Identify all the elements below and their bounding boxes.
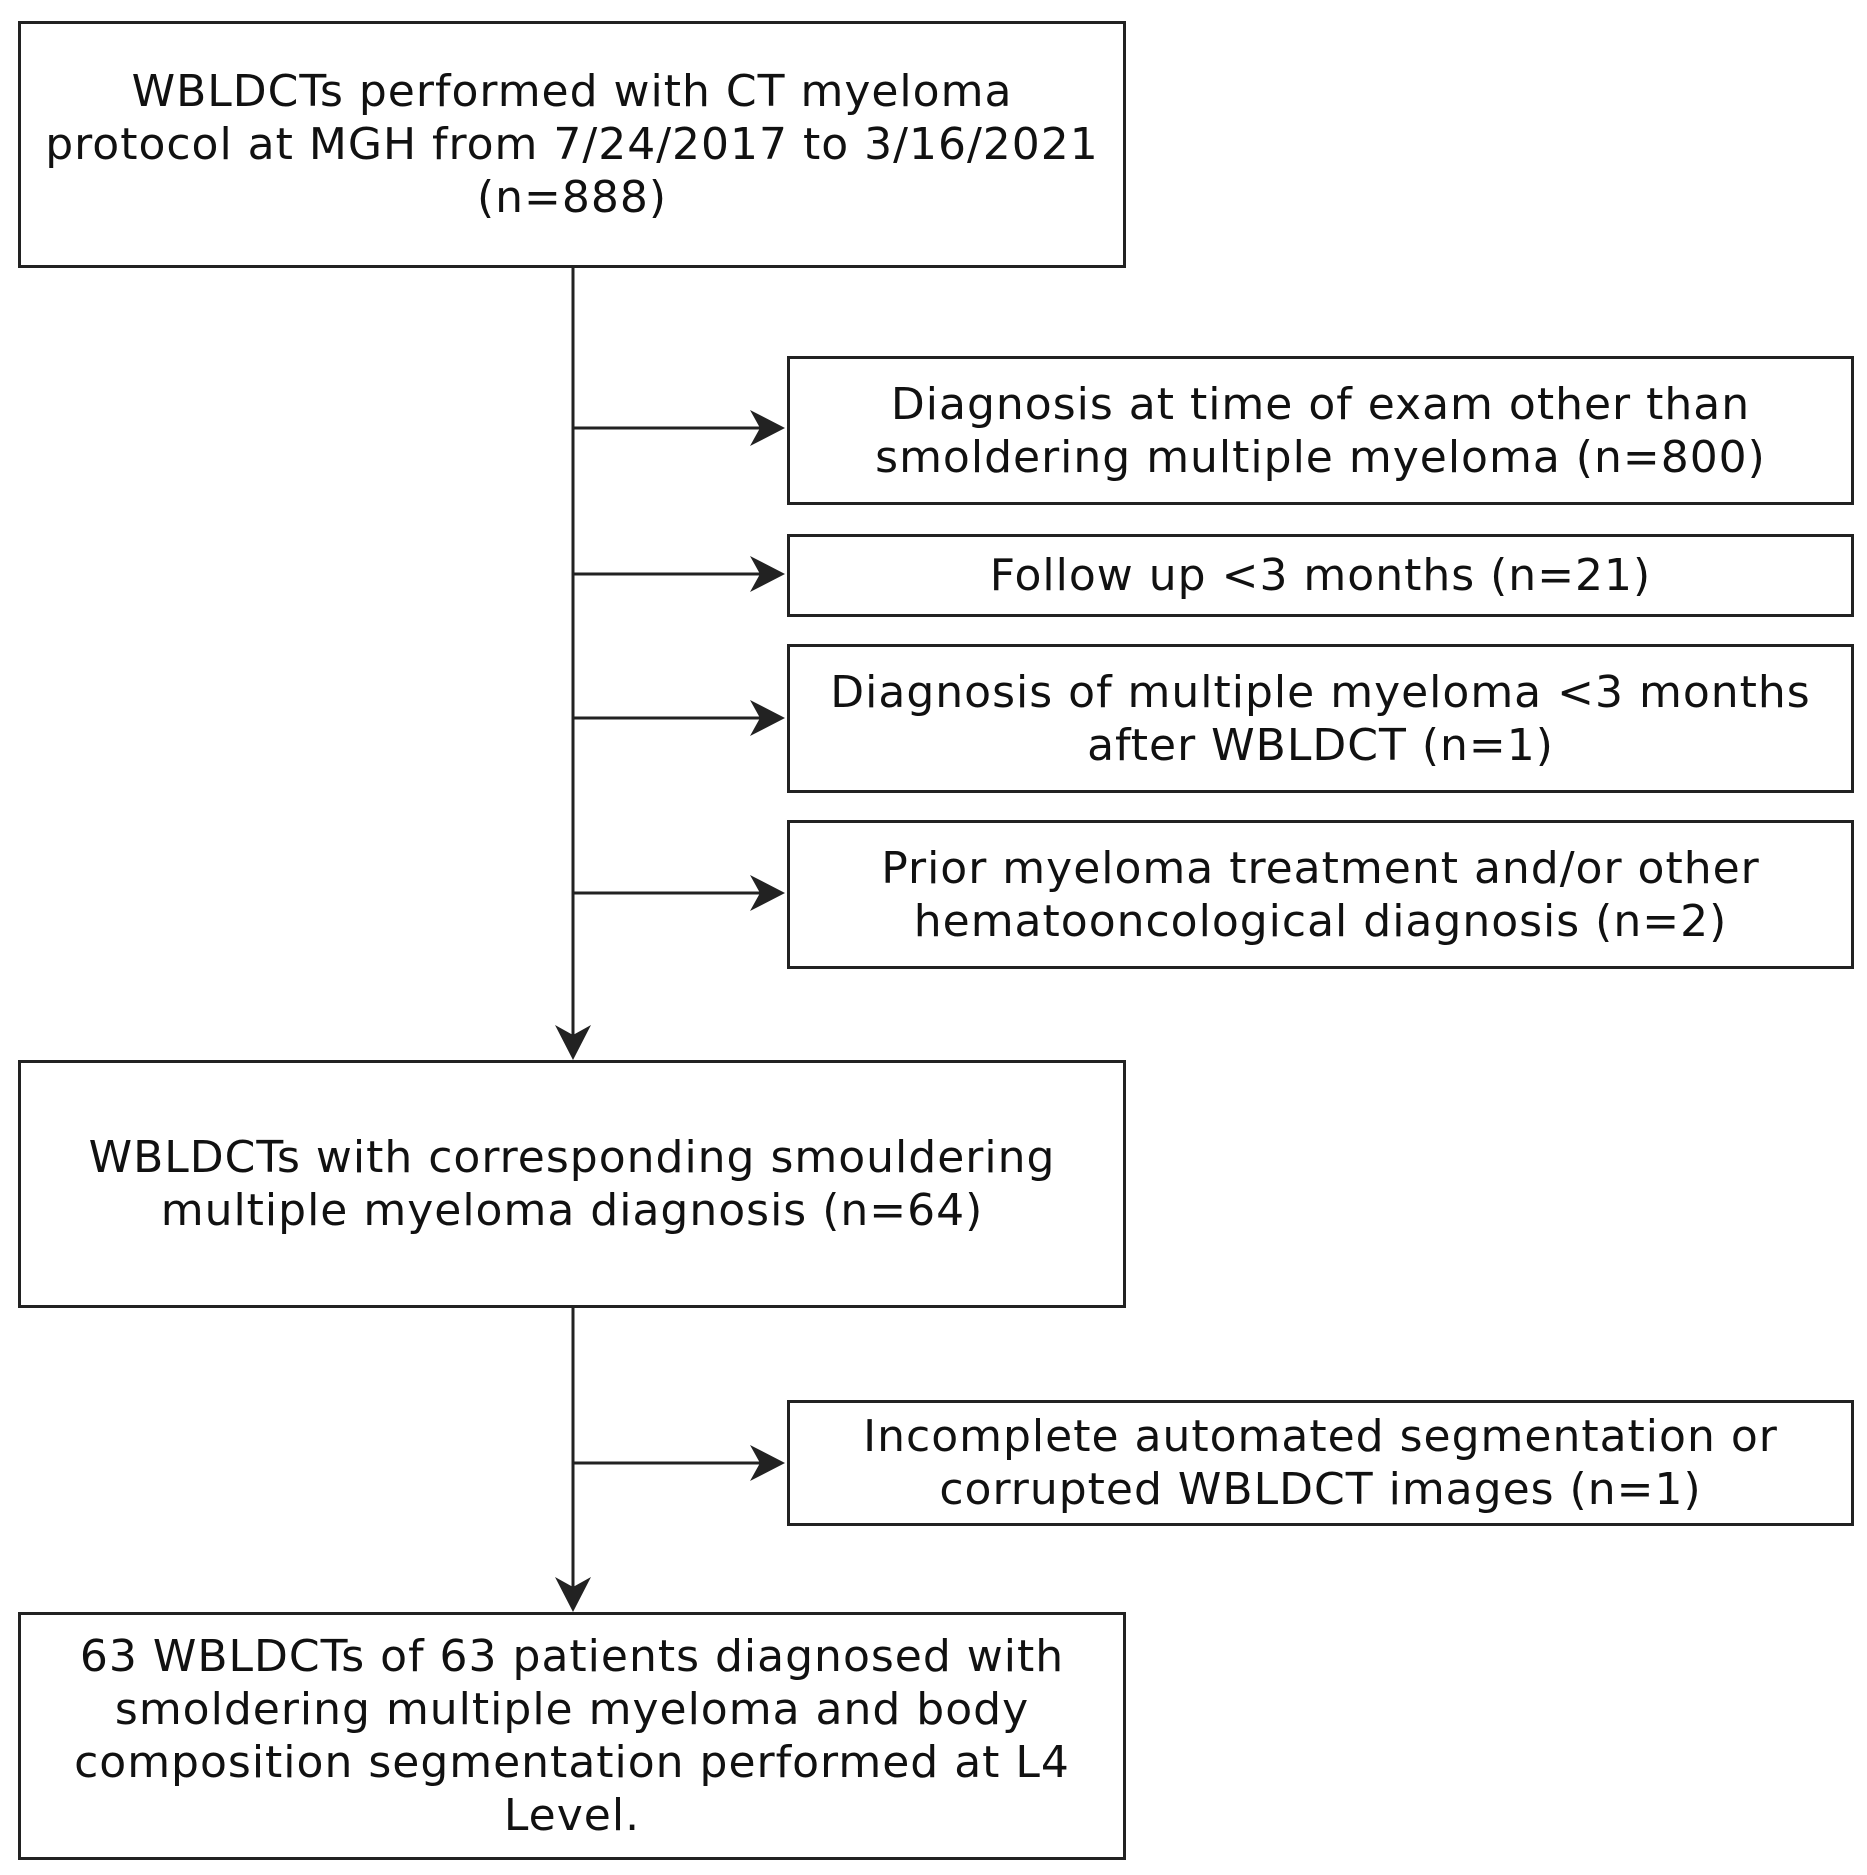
- initial-cohort-line-2: protocol at MGH from 7/24/2017 to 3/16/2…: [45, 119, 1099, 170]
- exclusion-5-line-1: Incomplete automated segmentation or: [863, 1411, 1778, 1462]
- final-cohort-box: 63 WBLDCTs of 63 patients diagnosed with…: [18, 1612, 1126, 1860]
- arrow-down-to-intermediate: [555, 1025, 591, 1060]
- arrow-to-exclusion-3: [750, 700, 785, 736]
- exclusion-3-line-1: Diagnosis of multiple myeloma <3 months: [830, 666, 1811, 718]
- intermediate-cohort-line-2: multiple myeloma diagnosis (n=64): [160, 1185, 984, 1236]
- arrow-to-exclusion-2: [750, 556, 785, 592]
- arrow-down-to-final: [555, 1577, 591, 1612]
- exclusion-4-line-2: hematooncological diagnosis (n=2): [913, 895, 1728, 947]
- exclusion-box-5: Incomplete automated segmentation or cor…: [787, 1400, 1854, 1526]
- initial-cohort-text: WBLDCTs performed with CT myeloma protoc…: [45, 65, 1099, 224]
- exclusion-box-3: Diagnosis of multiple myeloma <3 months …: [787, 644, 1854, 793]
- arrow-to-exclusion-4: [750, 875, 785, 911]
- exclusion-5-line-2: corrupted WBLDCT images (n=1): [939, 1464, 1702, 1515]
- exclusion-3-text: Diagnosis of multiple myeloma <3 months …: [830, 666, 1810, 772]
- final-cohort-line-1: 63 WBLDCTs of 63 patients diagnosed with: [79, 1631, 1065, 1682]
- exclusion-1-text: Diagnosis at time of exam other than smo…: [875, 378, 1766, 484]
- exclusion-2-text: Follow up <3 months (n=21): [990, 549, 1651, 602]
- final-cohort-line-2: smoldering multiple myeloma and body: [114, 1684, 1030, 1735]
- initial-cohort-box: WBLDCTs performed with CT myeloma protoc…: [18, 21, 1126, 268]
- exclusion-box-2: Follow up <3 months (n=21): [787, 534, 1854, 617]
- exclusion-box-1: Diagnosis at time of exam other than smo…: [787, 356, 1854, 505]
- final-cohort-line-3: composition segmentation performed at L4: [74, 1737, 1070, 1788]
- exclusion-box-4: Prior myeloma treatment and/or other hem…: [787, 820, 1854, 969]
- intermediate-cohort-box: WBLDCTs with corresponding smouldering m…: [18, 1060, 1126, 1308]
- exclusion-2-line-1: Follow up <3 months (n=21): [989, 550, 1652, 601]
- intermediate-cohort-line-1: WBLDCTs with corresponding smouldering: [88, 1132, 1056, 1183]
- final-cohort-line-4: Level.: [503, 1790, 641, 1841]
- initial-cohort-line-1: WBLDCTs performed with CT myeloma: [131, 66, 1013, 117]
- final-cohort-text: 63 WBLDCTs of 63 patients diagnosed with…: [74, 1630, 1070, 1842]
- exclusion-5-text: Incomplete automated segmentation or cor…: [863, 1410, 1778, 1516]
- exclusion-3-line-2: after WBLDCT (n=1): [1087, 719, 1554, 771]
- arrow-to-exclusion-1: [750, 410, 785, 446]
- intermediate-cohort-text: WBLDCTs with corresponding smouldering m…: [89, 1131, 1056, 1237]
- arrow-to-exclusion-5: [750, 1445, 785, 1481]
- exclusion-4-text: Prior myeloma treatment and/or other hem…: [881, 842, 1760, 948]
- initial-cohort-line-3: (n=888): [476, 172, 668, 223]
- exclusion-1-line-1: Diagnosis at time of exam other than: [890, 378, 1751, 430]
- exclusion-4-line-1: Prior myeloma treatment and/or other: [881, 842, 1760, 894]
- exclusion-1-line-2: smoldering multiple myeloma (n=800): [875, 431, 1766, 483]
